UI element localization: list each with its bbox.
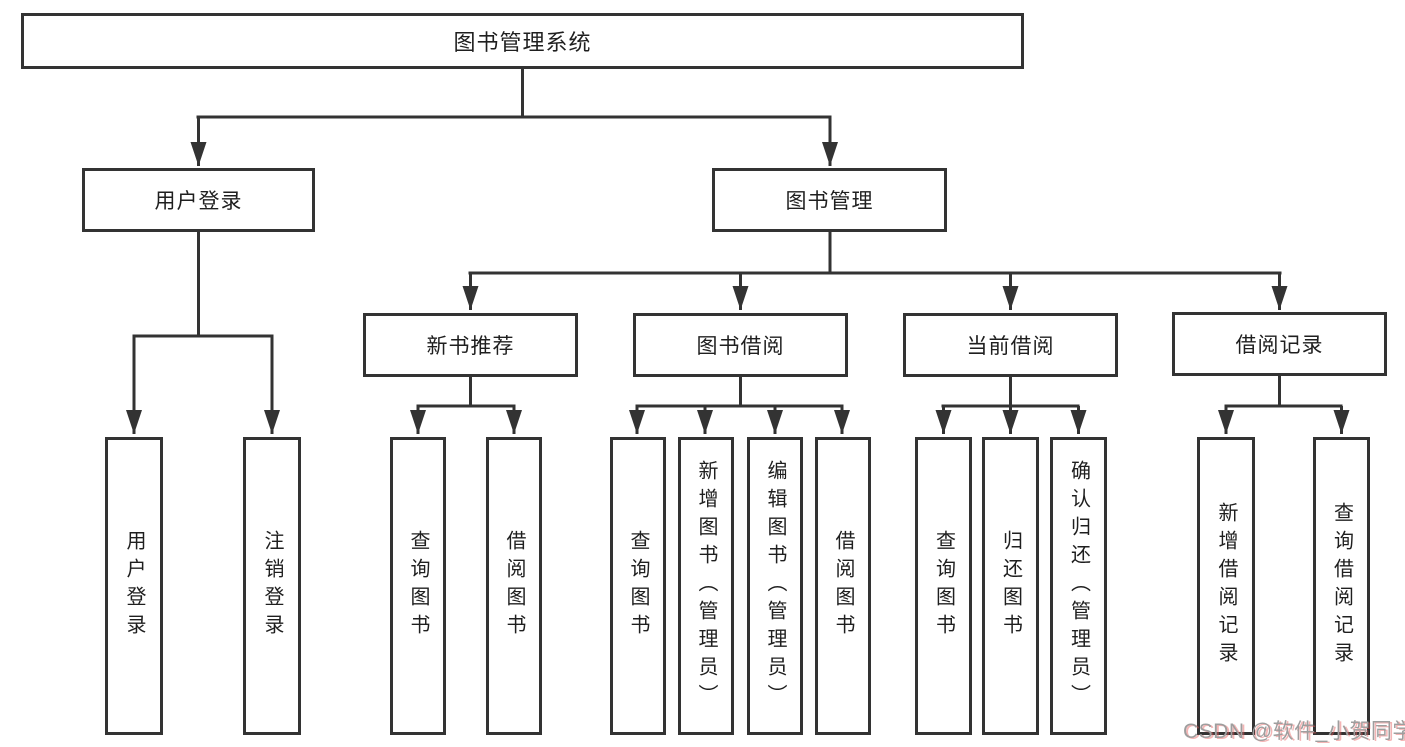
leaf-return-books-label: 归还图书 [999,530,1022,642]
node-root: 图书管理系统 [21,13,1024,69]
leaf-borrow-books-label: 借阅图书 [832,530,854,642]
node-user-login: 用户登录 [82,168,315,232]
node-new-book-recommend-label: 新书推荐 [426,335,515,358]
leaf-query-borrow-record: 查询借阅记录 [1313,437,1370,735]
leaf-add-books-admin-label: 新增图书（管理员） [695,460,717,712]
node-borrow-records: 借阅记录 [1172,312,1387,376]
leaf-query-books-borrow: 查询图书 [610,437,666,735]
node-book-borrow-label: 图书借阅 [696,335,785,358]
node-book-borrow: 图书借阅 [633,313,848,377]
leaf-user-login: 用户登录 [105,437,163,735]
node-user-login-label: 用户登录 [154,190,243,213]
leaf-add-books-admin: 新增图书（管理员） [678,437,734,735]
node-root-label: 图书管理系统 [453,30,592,55]
connector-arrows [126,117,1350,434]
leaf-query-books-recommend: 查询图书 [390,437,446,735]
leaf-query-borrow-record-label: 查询借阅记录 [1330,502,1353,670]
leaf-borrow-books-recommend: 借阅图书 [486,437,542,735]
leaf-user-login-label: 用户登录 [123,530,145,642]
node-book-management: 图书管理 [712,168,947,232]
leaf-query-books-recommend-label: 查询图书 [407,530,429,642]
leaf-return-books: 归还图书 [982,437,1039,735]
watermark: CSDN @软件_小贺同学 [1183,720,1405,743]
leaf-confirm-return-admin-label: 确认归还（管理员） [1067,460,1090,712]
connector-trunks [132,69,1343,408]
leaf-add-borrow-record-label: 新增借阅记录 [1215,502,1237,670]
leaf-edit-books-admin-label: 编辑图书（管理员） [764,460,786,712]
leaf-query-books-borrow-label: 查询图书 [627,530,649,642]
leaf-query-books-current: 查询图书 [915,437,972,735]
leaf-logout: 注销登录 [243,437,301,735]
leaf-edit-books-admin: 编辑图书（管理员） [747,437,803,735]
node-new-book-recommend: 新书推荐 [363,313,578,377]
node-current-borrow-label: 当前借阅 [966,335,1055,358]
node-borrow-records-label: 借阅记录 [1235,334,1324,357]
leaf-add-borrow-record: 新增借阅记录 [1197,437,1255,735]
leaf-borrow-books-recommend-label: 借阅图书 [503,530,525,642]
leaf-logout-label: 注销登录 [261,530,283,642]
node-book-management-label: 图书管理 [785,190,874,213]
leaf-query-books-current-label: 查询图书 [932,530,955,642]
leaf-borrow-books: 借阅图书 [815,437,871,735]
leaf-confirm-return-admin: 确认归还（管理员） [1050,437,1107,735]
node-current-borrow: 当前借阅 [903,313,1118,377]
